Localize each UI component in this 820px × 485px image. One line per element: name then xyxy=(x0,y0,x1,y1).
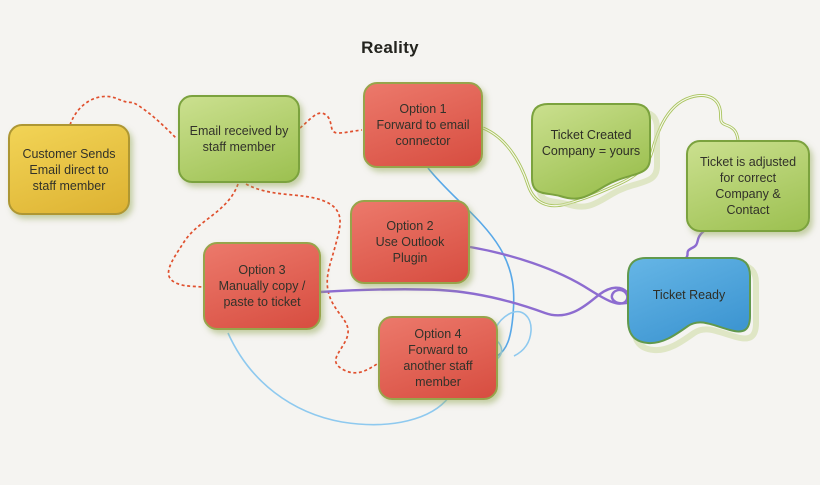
node-option2-label: Use Outlook Plugin xyxy=(375,235,445,265)
node-customer-sends: Customer Sends Email direct to staff mem… xyxy=(8,124,130,215)
node-option1: Option 1 Forward to email connector xyxy=(363,82,483,168)
node-email-received-label: Email received by staff member xyxy=(189,124,289,154)
node-ticket-adjusted: Ticket is adjusted for correct Company &… xyxy=(686,140,810,232)
node-option2-title: Option 2 xyxy=(386,219,434,233)
connector-option2-to-ticket-ready xyxy=(469,245,629,305)
node-option4-label: Forward to another staff member xyxy=(403,343,473,389)
connector-customer-to-email-received xyxy=(69,95,178,140)
node-ticket-created-shape xyxy=(531,103,660,210)
node-option4-title: Option 4 xyxy=(414,327,462,341)
node-option1-label: Forward to email connector xyxy=(376,118,470,148)
node-option3: Option 3 Manually copy / paste to ticket xyxy=(203,242,321,330)
node-email-received: Email received by staff member xyxy=(178,95,300,183)
connector-email-received-to-option3 xyxy=(167,183,239,288)
connector-option1-to-ticket-adjusted-core xyxy=(482,94,739,207)
connector-email-received-to-option4 xyxy=(245,183,378,374)
node-option4: Option 4 Forward to another staff member xyxy=(378,316,498,400)
node-option2: Option 2 Use Outlook Plugin xyxy=(350,200,470,284)
diagram-title: Reality xyxy=(361,38,419,57)
connector-email-received-to-option1 xyxy=(299,112,363,134)
connector-ticket-adjusted-to-ticket-ready xyxy=(685,230,705,259)
node-customer-sends-label: Customer Sends Email direct to staff mem… xyxy=(22,146,116,193)
node-option3-label: Manually copy / paste to ticket xyxy=(218,279,306,309)
node-option3-title: Option 3 xyxy=(238,263,286,277)
node-ticket-adjusted-label: Ticket is adjusted for correct Company &… xyxy=(699,155,797,217)
node-option1-title: Option 1 xyxy=(399,102,447,116)
node-ticket-ready-shape xyxy=(627,257,759,354)
connector-option3-to-ticket-ready xyxy=(319,286,628,317)
